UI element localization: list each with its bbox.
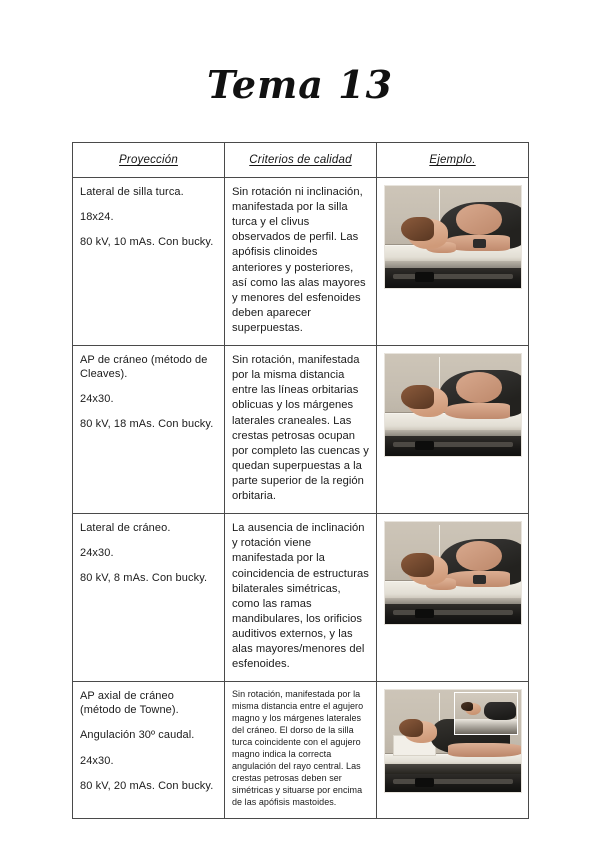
projection-format: 24x30.	[80, 547, 114, 560]
photo-patient-watch	[473, 575, 486, 585]
projection-technique: 80 kV, 8 mAs. Con bucky.	[80, 572, 208, 585]
photo-table-base	[385, 603, 521, 625]
projection-angulation: Angulación 30º caudal.	[80, 729, 195, 742]
projection-technique: 80 kV, 18 mAs. Con bucky.	[80, 418, 214, 431]
criteria-text: Sin rotación, manifestada por la misma d…	[232, 689, 364, 807]
photo-inset-detail	[453, 692, 519, 736]
radiography-positioning-photo	[384, 689, 522, 794]
photo-patient-hair	[401, 384, 434, 410]
photo-light-beam	[439, 189, 441, 228]
table-row: AP axial de cráneo (método de Towne). An…	[72, 681, 529, 819]
table-header-criteria-label: Criterios de calidad	[249, 154, 352, 166]
table-row: Lateral de silla turca. 18x24. 80 kV, 10…	[72, 176, 529, 347]
table-header-projection-label: Proyección	[119, 154, 178, 166]
photo-inset-patient-torso	[483, 702, 517, 721]
projection-cell: AP axial de cráneo (método de Towne). An…	[72, 681, 225, 819]
table-header-row: Proyección Criterios de calidad Ejemplo.	[72, 142, 529, 178]
photo-table-rail	[393, 779, 513, 785]
criteria-text: Sin rotación, manifestada por la misma d…	[232, 354, 369, 503]
photo-table-rail	[393, 441, 513, 448]
criteria-text: La ausencia de inclinación y rotación vi…	[232, 522, 369, 671]
photo-table-edge	[385, 763, 521, 774]
photo-table-base	[385, 267, 521, 288]
projection-format: 24x30.	[80, 393, 114, 406]
criteria-cell: Sin rotación ni inclinación, manifestada…	[224, 176, 377, 347]
photo-light-beam	[439, 525, 441, 564]
radiography-positioning-photo	[384, 185, 522, 289]
photo-patient-arm	[444, 403, 511, 420]
quality-criteria-table-wrapper: Proyección Criterios de calidad Ejemplo.…	[72, 142, 529, 819]
photo-inset-patient-hair	[460, 702, 474, 712]
photo-table-rail	[393, 609, 513, 616]
projection-name: Lateral de cráneo.	[80, 522, 171, 535]
photo-table-rail	[393, 273, 513, 279]
table-row: AP de cráneo (método de Cleaves). 24x30.…	[72, 345, 529, 515]
criteria-cell: La ausencia de inclinación y rotación vi…	[224, 513, 377, 683]
projection-technique: 80 kV, 20 mAs. Con bucky.	[80, 779, 214, 792]
projection-cell: Lateral de cráneo. 24x30. 80 kV, 8 mAs. …	[72, 513, 225, 683]
photo-table-edge	[385, 429, 521, 436]
photo-table-base	[385, 435, 521, 457]
example-cell	[376, 513, 529, 683]
photo-patient-shoulder	[455, 204, 502, 235]
criteria-text: Sin rotación ni inclinación, manifestada…	[232, 186, 366, 334]
photo-table-control	[414, 778, 434, 787]
photo-table-edge	[385, 597, 521, 604]
photo-patient-hair	[401, 216, 434, 242]
photo-table-edge	[385, 261, 521, 268]
photo-light-beam	[439, 693, 441, 733]
page-title: Tema 13	[206, 62, 394, 107]
table-row: Lateral de cráneo. 24x30. 80 kV, 8 mAs. …	[72, 513, 529, 683]
criteria-cell: Sin rotación, manifestada por la misma d…	[224, 681, 377, 819]
photo-patient-shoulder	[455, 372, 502, 404]
table-header-projection: Proyección	[72, 142, 225, 178]
projection-name: AP axial de cráneo (método de Towne).	[80, 690, 179, 717]
photo-table-control	[414, 440, 434, 450]
photo-table-control	[414, 272, 434, 282]
criteria-cell: Sin rotación, manifestada por la misma d…	[224, 345, 377, 515]
projection-cell: AP de cráneo (método de Cleaves). 24x30.…	[72, 345, 225, 515]
radiography-positioning-photo	[384, 353, 522, 458]
quality-criteria-table: Proyección Criterios de calidad Ejemplo.…	[72, 142, 529, 819]
photo-patient-shoulder	[455, 540, 502, 572]
photo-patient-watch	[473, 239, 486, 249]
projection-format: 24x30.	[80, 754, 114, 767]
photo-patient-hair	[401, 552, 434, 578]
photo-patient-hand	[425, 242, 456, 254]
table-header-example: Ejemplo.	[376, 142, 529, 178]
projection-cell: Lateral de silla turca. 18x24. 80 kV, 10…	[72, 176, 225, 347]
projection-name: AP de cráneo (método de Cleaves).	[80, 354, 208, 381]
projection-format: 18x24.	[80, 211, 114, 224]
projection-technique: 80 kV, 10 mAs. Con bucky.	[80, 236, 214, 249]
photo-patient-hair	[398, 718, 424, 738]
projection-name: Lateral de silla turca.	[80, 186, 184, 198]
example-cell	[376, 176, 529, 347]
example-cell	[376, 345, 529, 515]
photo-light-beam	[439, 357, 441, 396]
radiography-positioning-photo	[384, 521, 522, 626]
example-cell	[376, 681, 529, 819]
photo-inset-table	[454, 718, 518, 735]
photo-table-base	[385, 773, 521, 793]
table-header-criteria: Criterios de calidad	[224, 142, 377, 178]
photo-patient-hand	[425, 578, 456, 590]
photo-table-control	[414, 608, 434, 619]
table-header-example-label: Ejemplo.	[429, 154, 476, 166]
photo-patient-legs	[447, 743, 521, 757]
